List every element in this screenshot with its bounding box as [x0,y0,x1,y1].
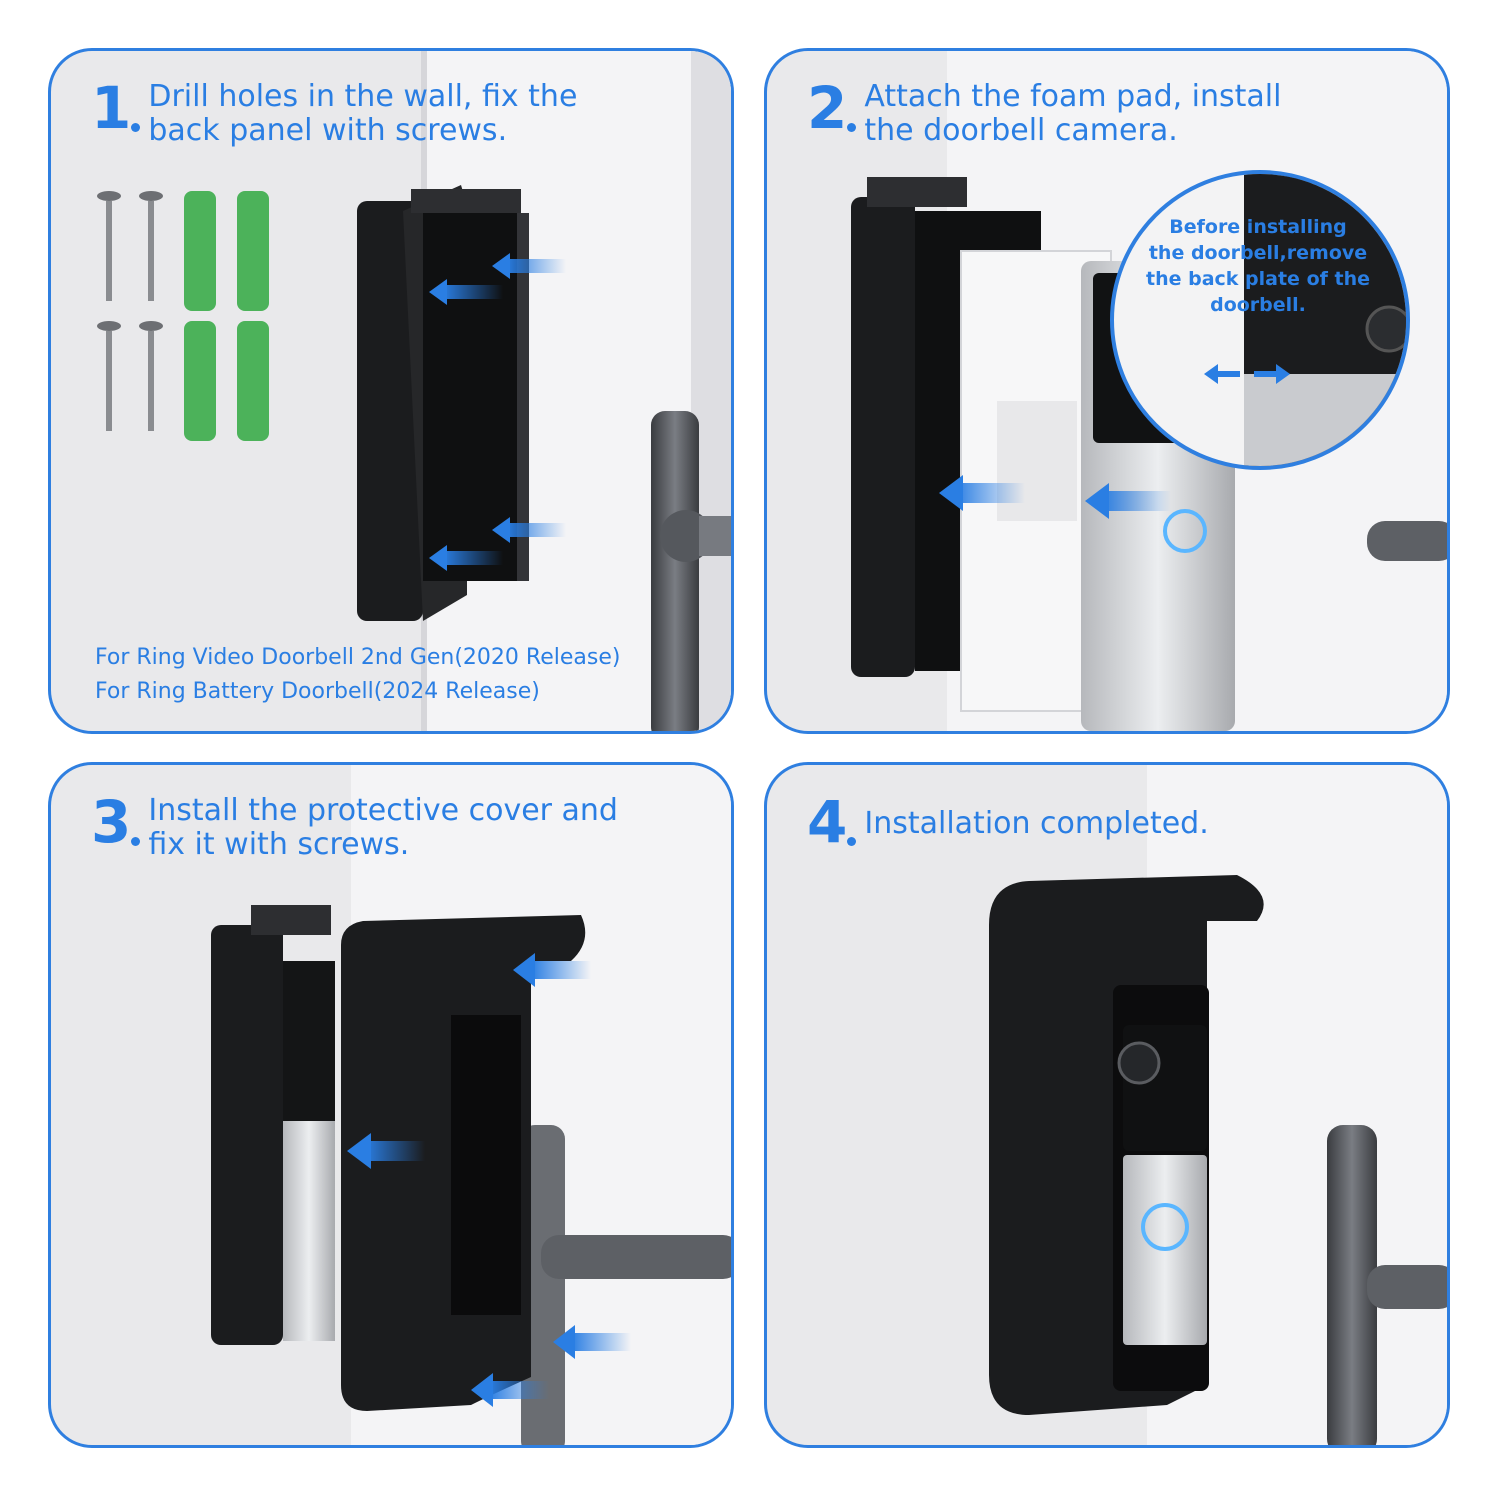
lock-plate [651,411,699,731]
step-4-panel: 4 Installation completed. [764,762,1450,1448]
callout-text: Before installing the doorbell,remove th… [1128,214,1388,318]
door-handle [1367,521,1447,561]
step-1-text-line-1: Drill holes in the wall, fix the [148,79,578,114]
step-number: 4 [807,788,847,856]
step-dot [131,837,141,846]
step-1-text-line-2: back panel with screws. [148,113,508,148]
protective-cover [341,915,586,1411]
step-3-illustration [211,765,731,1445]
step-3-panel: 3 Install the protective cover and fix i… [48,762,734,1448]
compatibility-line-1: For Ring Video Doorbell 2nd Gen(2020 Rel… [95,645,621,670]
lock-plate [521,1125,565,1445]
door-handle [541,1235,731,1279]
wall-anchors [184,191,269,441]
step-2-heading: 2 Attach the foam pad, install the doorb… [807,77,1281,148]
step-1-illustration [97,51,731,731]
compatibility-note: For Ring Video Doorbell 2nd Gen(2020 Rel… [95,641,620,709]
step-1-panel: 1 Drill holes in the wall, fix the back … [48,48,734,734]
step-dot [847,837,857,846]
compatibility-line-2: For Ring Battery Doorbell(2024 Release) [95,679,540,704]
door-handle [1367,1265,1447,1309]
step-number: 3 [91,788,131,856]
step-dot [847,123,857,132]
screws-set [97,191,163,431]
doorbell-side [283,961,335,1341]
step-3-text-line-1: Install the protective cover and [148,793,618,828]
step-3-text-line-2: fix it with screws. [148,827,410,862]
step-4-text-line-1: Installation completed. [864,806,1209,841]
lock-plate [1327,1125,1377,1445]
step-3-heading: 3 Install the protective cover and fix i… [91,791,618,862]
step-number: 2 [807,74,847,142]
step-2-text-line-2: the doorbell camera. [864,113,1178,148]
step-2-text-line-1: Attach the foam pad, install [864,79,1282,114]
step-1-heading: 1 Drill holes in the wall, fix the back … [91,77,577,148]
doorbell-camera [1113,985,1209,1391]
step-dot [131,123,141,132]
callout-circle [1110,170,1410,470]
step-4-heading: 4 Installation completed. [807,791,1209,853]
step-4-illustration [989,765,1447,1445]
callout-line-4: doorbell. [1210,294,1306,316]
callout-line-1: Before installing [1169,216,1347,238]
callout-line-2: the doorbell,remove [1148,242,1368,264]
step-number: 1 [91,74,131,142]
back-panel-mount [211,905,331,1345]
callout-line-3: the back plate of the [1146,268,1370,290]
